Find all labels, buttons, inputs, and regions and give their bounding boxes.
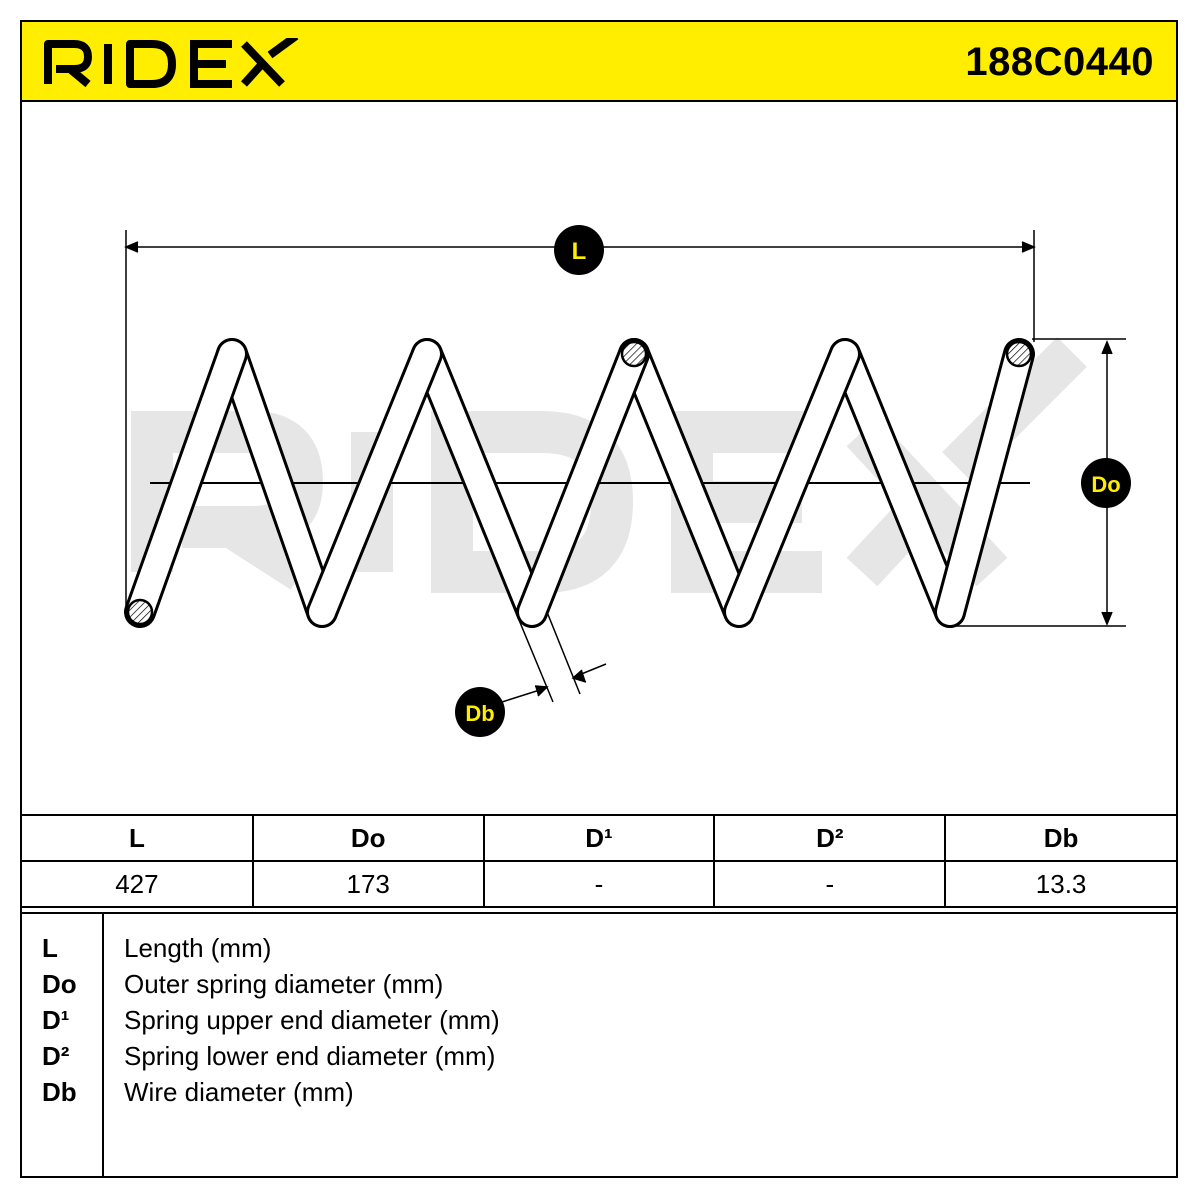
wire-diameter-badge-label: Db [465,701,494,726]
wire-section-upper-end [1005,340,1033,368]
legend-description: Outer spring diameter (mm) [124,969,444,999]
spec-header-cell: D¹ [482,814,716,862]
length-badge [554,225,604,275]
spec-header-cell: Db [944,814,1176,862]
wire-diameter-dimension [501,611,607,703]
legend: L Length (mm) Do Outer spring diameter (… [22,912,1176,1178]
spec-value-row: 427 173 - - 13.3 [22,860,1176,908]
legend-description: Spring lower end diameter (mm) [124,1041,496,1071]
part-number: 188C0440 [965,40,1154,84]
spec-value-cell: 427 [22,860,254,908]
wire-section-middle [620,340,648,368]
legend-item: D² Spring lower end diameter (mm) [22,1038,1176,1074]
outer-diameter-badge [1081,458,1131,508]
length-badge-label: L [572,238,587,265]
legend-key: D¹ [42,1005,70,1035]
legend-key: Do [42,969,77,999]
legend-item: L Length (mm) [22,930,1176,966]
spring-diagram: L Do Db [22,225,1131,737]
header-bar: 188C0440 [22,22,1176,102]
drawing-frame: 188C0440 [20,20,1178,1178]
ridex-logo [44,38,299,88]
spec-value-cell: - [482,860,716,908]
spec-header-cell: D² [713,814,947,862]
legend-item: D¹ Spring upper end diameter (mm) [22,1002,1176,1038]
legend-item: Db Wire diameter (mm) [22,1074,1176,1110]
outer-diameter-badge-label: Do [1091,472,1120,497]
legend-key: D² [42,1041,70,1071]
legend-description: Length (mm) [124,933,272,963]
legend-key: Db [42,1077,77,1107]
legend-item: Do Outer spring diameter (mm) [22,966,1176,1002]
spec-header-cell: Do [251,814,485,862]
spec-value-cell: 173 [251,860,485,908]
legend-key: L [42,933,58,963]
spec-value-cell: 13.3 [944,860,1176,908]
wire-diameter-badge [455,687,505,737]
spec-table: L Do D¹ D² Db 427 173 - - 13.3 [22,814,1176,908]
legend-description: Wire diameter (mm) [124,1077,354,1107]
legend-description: Spring upper end diameter (mm) [124,1005,500,1035]
legend-divider [102,914,104,1178]
spec-header-cell: L [22,814,254,862]
spec-header-row: L Do D¹ D² Db [22,814,1176,862]
spec-value-cell: - [713,860,947,908]
wire-section-lower-end [126,598,154,626]
